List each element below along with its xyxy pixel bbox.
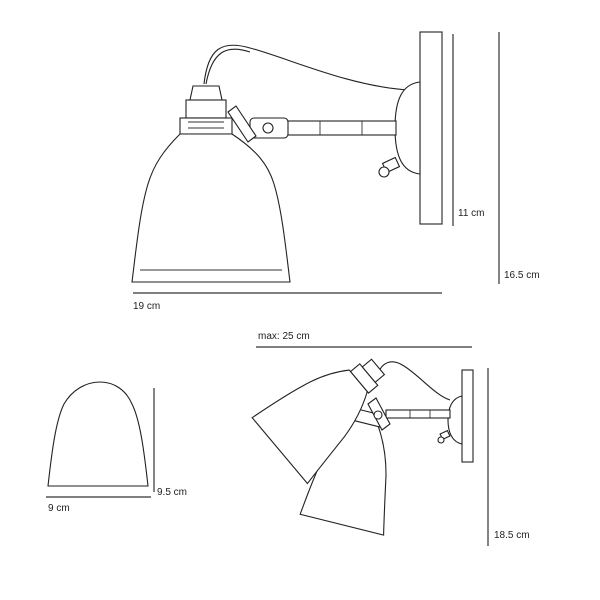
label-overall-height-top: 16.5 cm (504, 270, 540, 281)
label-shade-width: 9 cm (48, 503, 70, 514)
label-overall-depth: 19 cm (133, 301, 160, 312)
lamp-arm (249, 117, 397, 139)
label-max-reach: max: 25 cm (258, 331, 310, 342)
shade-detail (47, 381, 149, 487)
wall-boss (394, 81, 421, 175)
label-overall-height-bottom: 18.5 cm (494, 530, 530, 541)
switch-knob (378, 156, 401, 178)
lamp-side-view (131, 31, 443, 283)
label-shade-height: 9.5 cm (157, 487, 187, 498)
lamp-angled-view (251, 358, 474, 536)
lamp-cable (203, 44, 409, 91)
bracket-clamp (227, 105, 257, 143)
label-wall-plate-height: 11 cm (458, 208, 485, 219)
lamp-shade (131, 133, 291, 283)
bulb-holder (179, 85, 233, 135)
wall-plate (419, 31, 443, 225)
wall-plate-small (461, 369, 474, 463)
